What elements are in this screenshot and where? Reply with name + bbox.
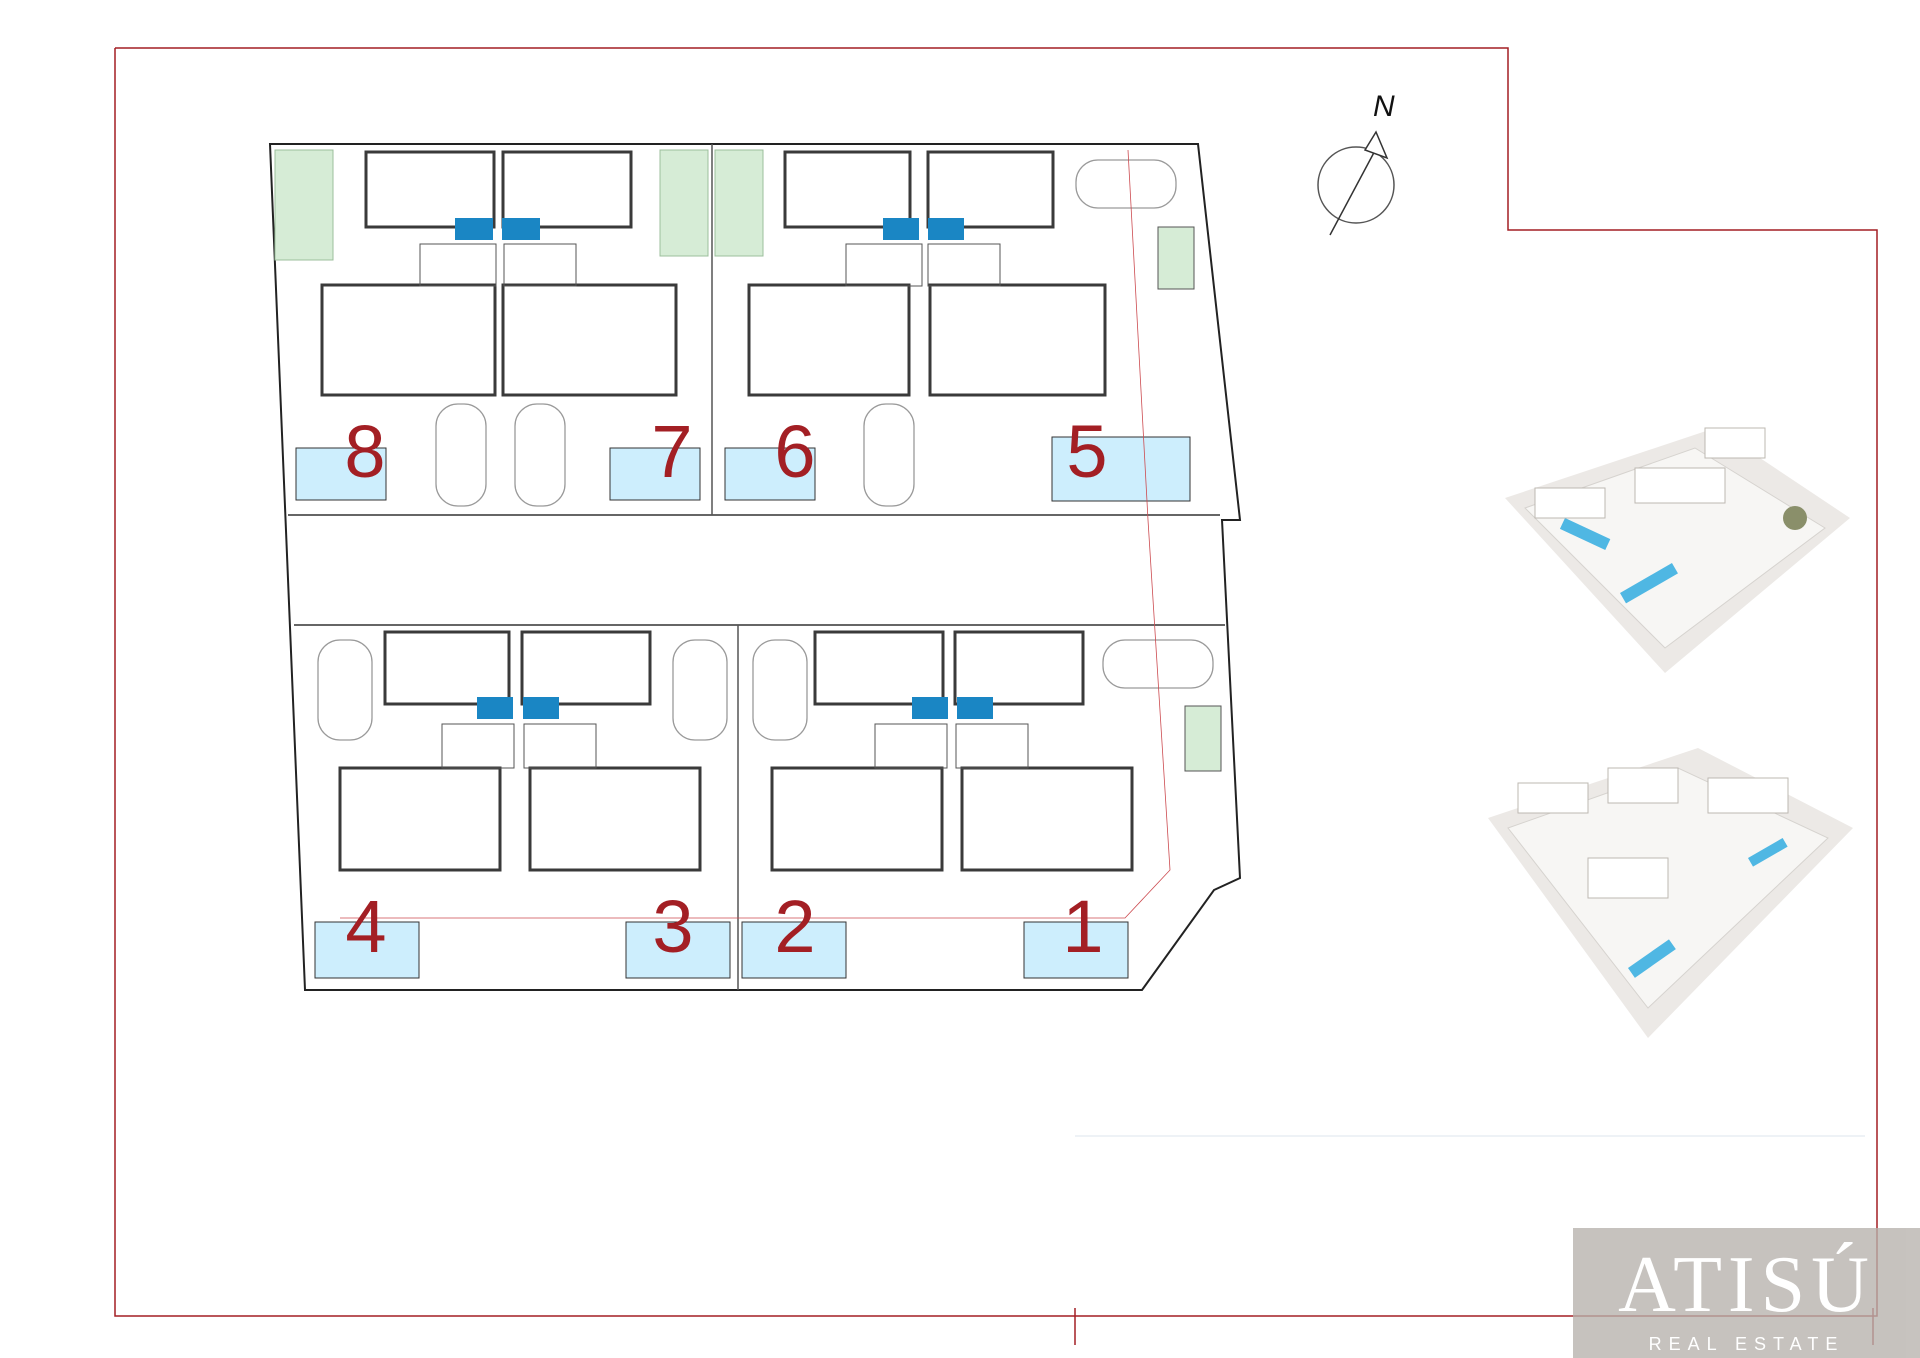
unit-numbers: 8 7 6 5 4 3 2 1 xyxy=(344,410,1107,968)
unit-number: 3 xyxy=(652,885,693,968)
house-block xyxy=(338,630,1134,872)
unit-number: 7 xyxy=(651,410,692,493)
garden-area xyxy=(659,149,709,257)
setback-line xyxy=(340,149,1171,919)
pool xyxy=(295,436,1191,979)
unit-number: 6 xyxy=(774,410,815,493)
render-image-top xyxy=(1495,408,1855,678)
watermark-subtitle: REAL ESTATE xyxy=(1648,1334,1845,1354)
unit-number: 5 xyxy=(1066,410,1107,493)
garden-area xyxy=(1184,705,1222,772)
garden-area xyxy=(274,149,334,261)
house-block xyxy=(320,150,1107,397)
render-image-bottom xyxy=(1478,738,1858,1043)
blue-feature xyxy=(455,218,993,719)
staircase xyxy=(419,243,1029,769)
watermark-logo: ATISÚ REAL ESTATE xyxy=(1573,1228,1920,1358)
unit-number: 2 xyxy=(774,885,815,968)
garden-area xyxy=(1157,226,1195,290)
plot-boundary xyxy=(114,47,1878,1317)
car-parking xyxy=(317,159,1214,741)
development-outline xyxy=(268,143,1242,991)
north-label: N xyxy=(1373,90,1395,123)
north-arrow-icon: N xyxy=(1317,90,1395,236)
unit-number: 8 xyxy=(344,410,385,493)
unit-number: 1 xyxy=(1062,885,1103,968)
watermark-title: ATISÚ xyxy=(1618,1241,1875,1329)
garden-area xyxy=(714,149,764,257)
unit-number: 4 xyxy=(345,885,386,968)
